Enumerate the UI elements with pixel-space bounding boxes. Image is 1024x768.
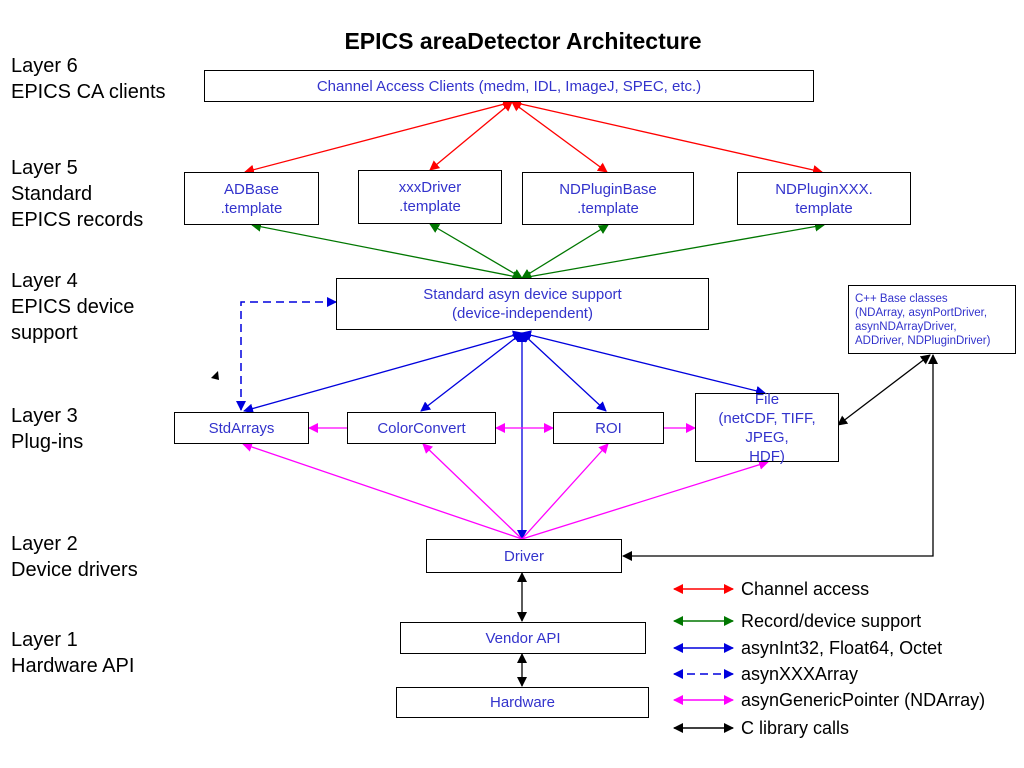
asyn-link-colorconvert xyxy=(420,332,523,412)
roi-label: ROI xyxy=(595,419,622,437)
asyn-link-file xyxy=(521,330,766,396)
clib-link-file-cppbase xyxy=(837,354,931,426)
ndpluginbase-label-1: NDPluginBase xyxy=(559,180,657,198)
layer-5-line-1: Layer 5 xyxy=(11,157,78,179)
hardware-label: Hardware xyxy=(489,694,556,711)
layer-1-label: Layer 1 Hardware API xyxy=(11,627,134,679)
ndpluginxxx-template-box: NDPluginXXX. template xyxy=(737,172,911,225)
layer-6-line-1: Layer 6 xyxy=(11,55,78,77)
adbase-template-box: ADBase .template xyxy=(184,172,319,225)
xxxdriver-label-1: xxxDriver xyxy=(398,179,462,196)
cpp-base-label-2: (NDArray, asynPortDriver, xyxy=(855,306,988,319)
ca-clients-box: Channel Access Clients (medm, IDL, Image… xyxy=(204,70,814,102)
legend-record-support: Record/device support xyxy=(741,611,922,631)
adbase-label-2: .template xyxy=(220,199,283,217)
layer-3-label: Layer 3 Plug-ins xyxy=(11,403,83,455)
clib-link-driver-cppbase xyxy=(622,354,938,561)
layer-3-line-1: Layer 3 xyxy=(11,405,78,427)
layer-2-line-2: Device drivers xyxy=(11,559,138,581)
vendor-api-label: Vendor API xyxy=(485,629,561,647)
legend-asyn-array: asynXXXArray xyxy=(741,664,859,684)
hardware-box: Hardware xyxy=(396,687,649,718)
stdarrays-label: StdArrays xyxy=(208,419,275,437)
diagram-title: EPICS areaDetector Architecture xyxy=(344,28,702,54)
file-label-2: (netCDF, TIFF, JPEG, xyxy=(718,409,816,446)
roi-box: ROI xyxy=(553,412,664,444)
layer-4-line-3: support xyxy=(11,322,78,344)
layer-4-label: Layer 4 EPICS device support xyxy=(11,268,134,346)
layer-3-line-2: Plug-ins xyxy=(11,431,84,453)
file-box: File (netCDF, TIFF, JPEG, HDF) xyxy=(695,390,839,465)
ca-link-ndpluginxxx xyxy=(511,99,823,175)
legend-channel-access: Channel access xyxy=(741,579,870,599)
asyn-support-label-1: Standard asyn device support xyxy=(423,286,622,303)
asyn-array-link-stdarrays xyxy=(236,297,337,411)
layer-4-line-1: Layer 4 xyxy=(11,270,78,292)
ndarray-link-driver-file xyxy=(521,459,769,540)
rec-link-ndpluginxxx xyxy=(521,221,825,282)
stray-triangle-mark xyxy=(211,371,219,380)
layer-1-line-2: Hardware API xyxy=(11,655,135,677)
xxxdriver-template-box: xxxDriver .template xyxy=(358,170,502,224)
ndpluginxxx-label-2: template xyxy=(795,199,853,217)
layer-6-label: Layer 6 EPICS CA clients xyxy=(11,53,166,105)
cpp-base-label-1: C++ Base classes xyxy=(855,292,948,305)
ca-clients-label: Channel Access Clients (medm, IDL, Image… xyxy=(316,77,702,95)
layer-6-line-2: EPICS CA clients xyxy=(11,81,166,103)
file-label-1: File xyxy=(754,390,780,408)
ca-link-xxxdriver xyxy=(429,101,513,171)
cpp-base-classes-box: C++ Base classes (NDArray, asynPortDrive… xyxy=(848,285,1016,354)
ndpluginbase-template-box: NDPluginBase .template xyxy=(522,172,694,225)
ndarray-link-driver-colorconvert xyxy=(422,443,523,540)
asyn-support-label-2: (device-independent) xyxy=(452,305,593,322)
legend-asyn: asynInt32, Float64, Octet xyxy=(741,638,943,658)
ndpluginbase-label-2: .template xyxy=(577,199,639,217)
vendor-api-box: Vendor API xyxy=(400,622,646,654)
rec-link-xxxdriver xyxy=(429,223,523,279)
file-label-3: HDF) xyxy=(749,447,785,465)
colorconvert-box: ColorConvert xyxy=(347,412,496,444)
layer-5-line-3: EPICS records xyxy=(11,209,144,231)
layer-2-line-1: Layer 2 xyxy=(11,533,78,555)
ndpluginxxx-label-1: NDPluginXXX. xyxy=(775,180,873,198)
layer-2-label: Layer 2 Device drivers xyxy=(11,531,138,583)
xxxdriver-label-2: .template xyxy=(399,198,461,215)
legend-generic-pointer: asynGenericPointer (NDArray) xyxy=(741,690,986,710)
driver-box: Driver xyxy=(426,539,622,573)
driver-label: Driver xyxy=(504,547,544,565)
colorconvert-label: ColorConvert xyxy=(377,419,466,437)
ndarray-link-driver-stdarrays xyxy=(242,442,523,540)
asyn-link-stdarrays xyxy=(243,330,523,414)
cpp-base-label-3: asynNDArrayDriver, xyxy=(855,320,957,333)
legend-c-library: C library calls xyxy=(741,718,850,738)
stdarrays-box: StdArrays xyxy=(174,412,309,444)
layer-4-line-2: EPICS device xyxy=(11,296,135,318)
cpp-base-label-4: ADDriver, NDPluginDriver) xyxy=(855,334,991,347)
asyn-link-roi xyxy=(521,332,607,412)
layer-5-label: Layer 5 Standard EPICS records xyxy=(11,155,143,233)
ca-link-adbase xyxy=(244,99,513,175)
adbase-label-1: ADBase xyxy=(223,180,280,198)
rec-link-adbase xyxy=(251,221,523,282)
ndarray-link-driver-roi xyxy=(521,443,609,540)
layer-1-line-1: Layer 1 xyxy=(11,629,78,651)
asyn-device-support-box: Standard asyn device support (device-ind… xyxy=(336,278,709,330)
layer-5-line-2: Standard xyxy=(11,183,93,205)
